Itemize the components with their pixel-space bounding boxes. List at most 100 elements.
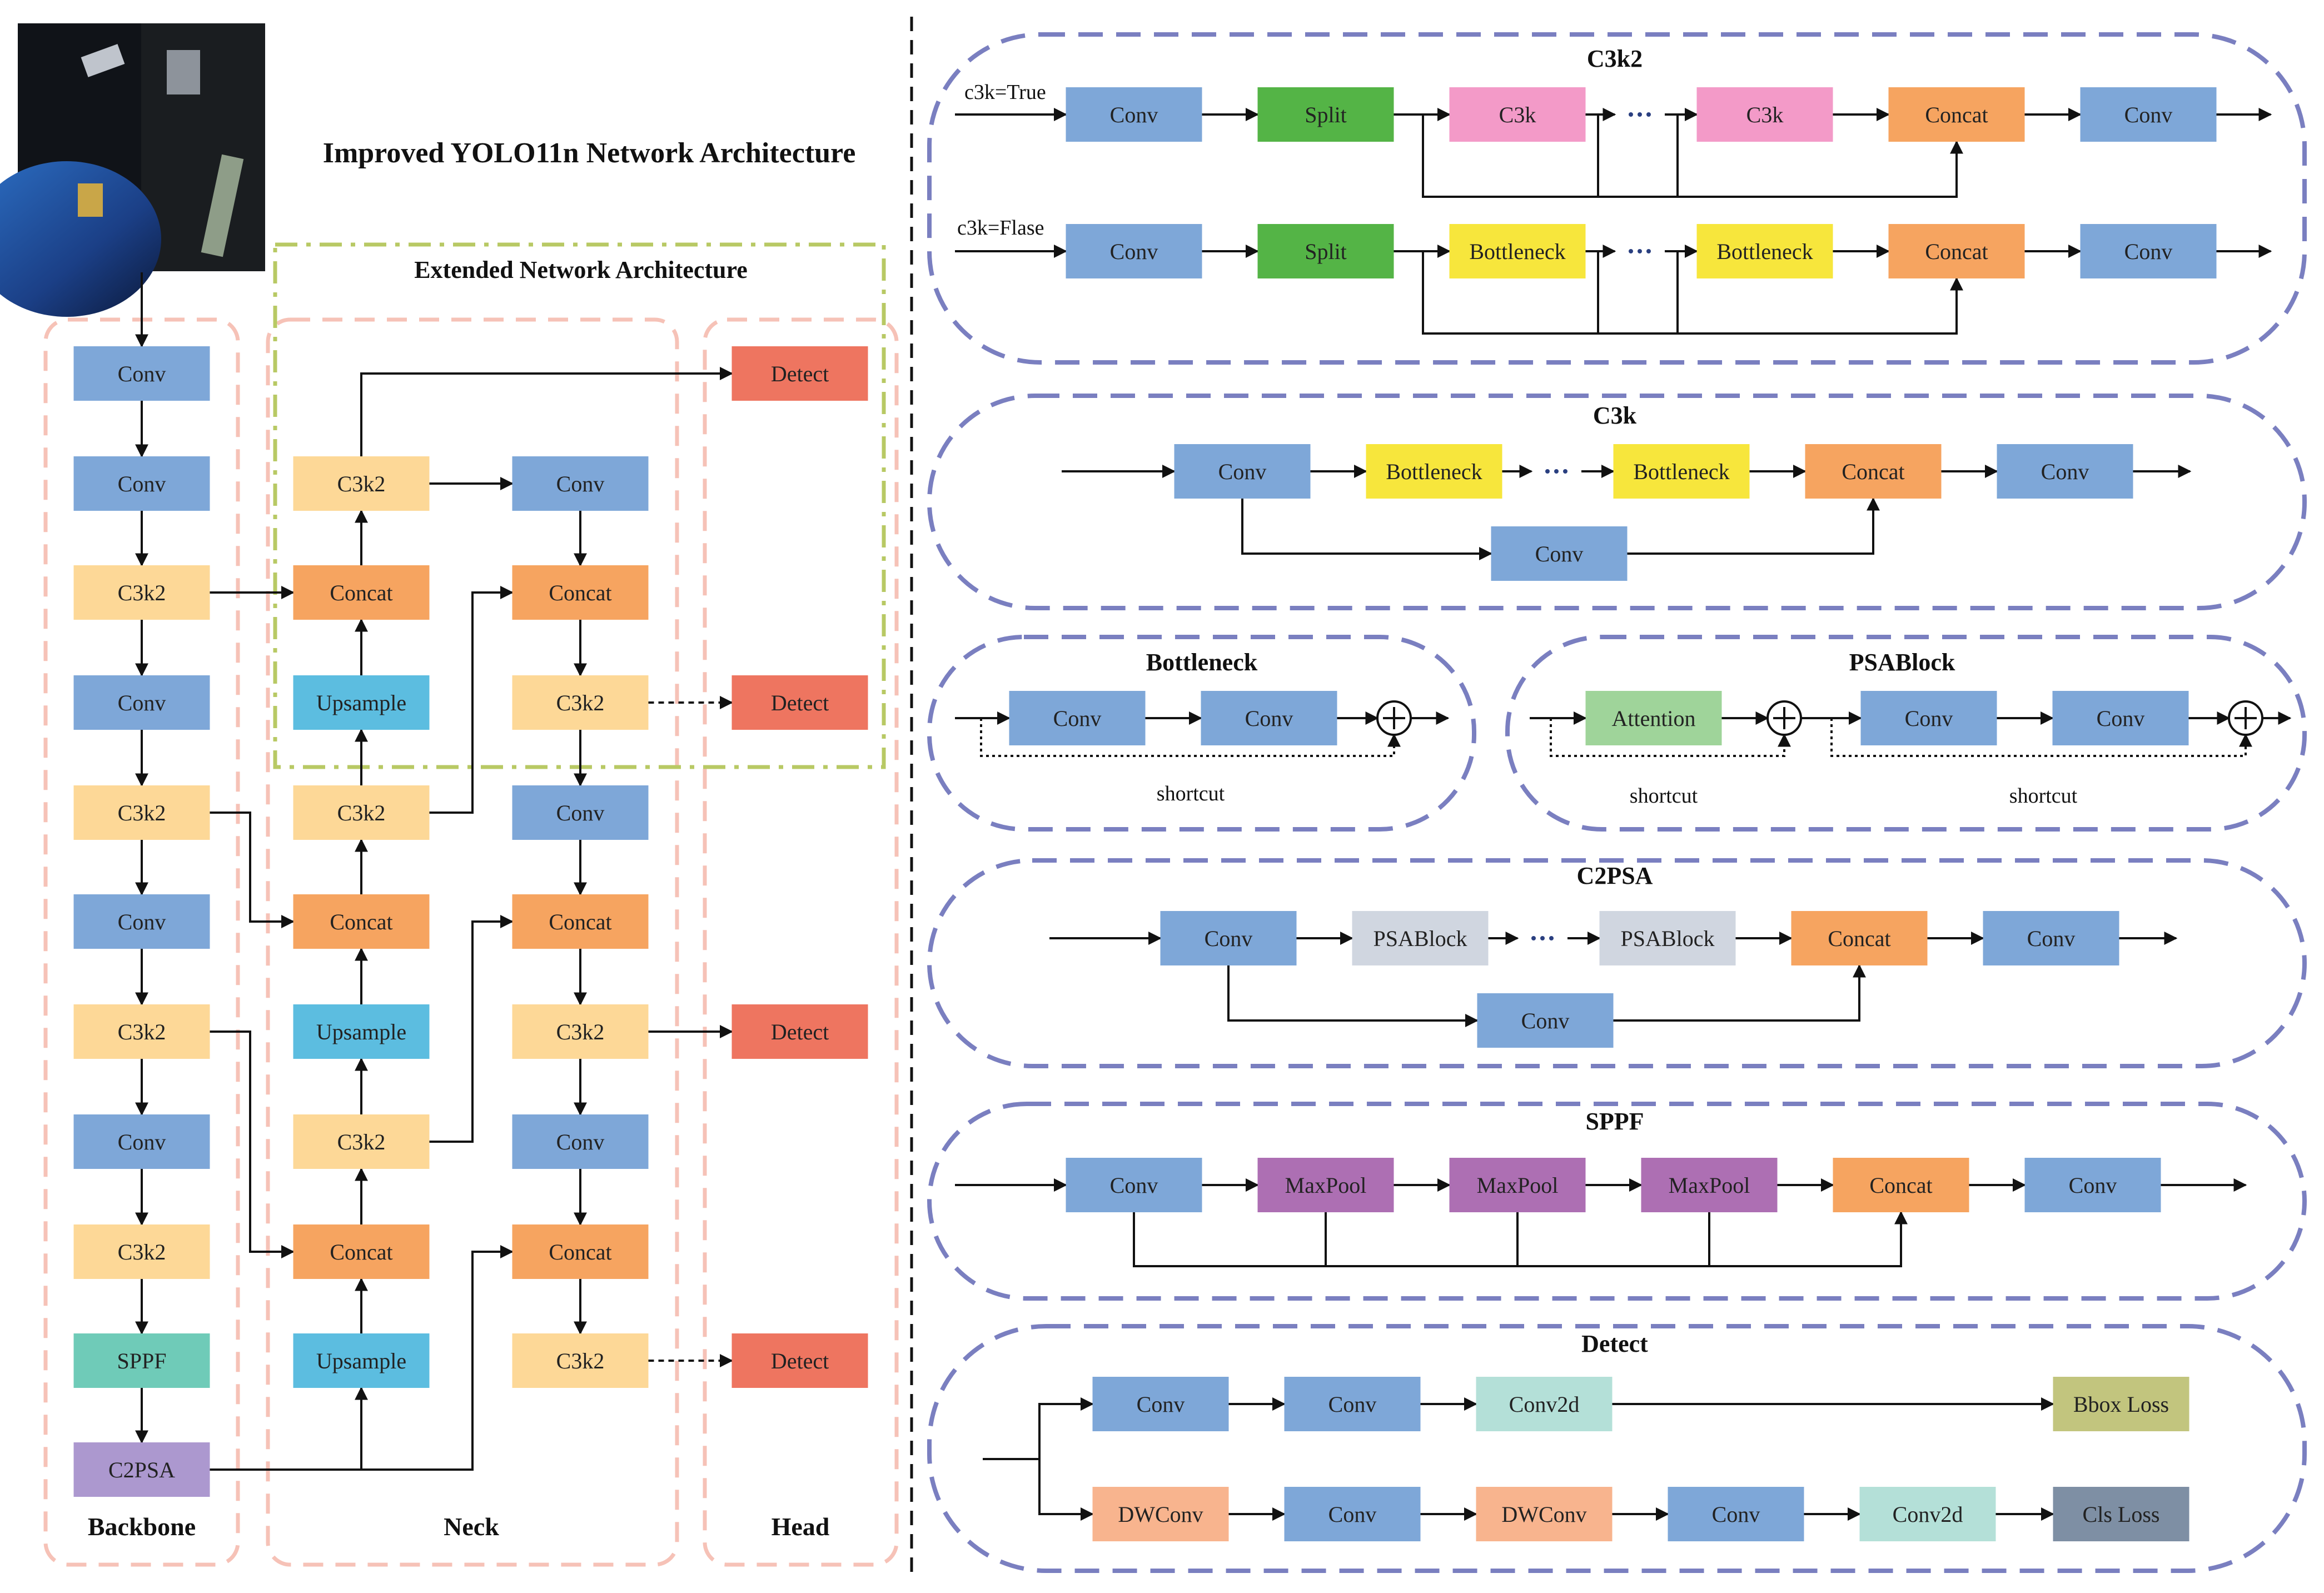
detect-row2-label: DWConv	[1501, 1502, 1586, 1527]
c3k2-true-box	[1257, 87, 1394, 142]
backbone-label: Backbone	[88, 1512, 196, 1541]
sppf-box	[1257, 1158, 1394, 1212]
psablock-box	[1585, 691, 1722, 745]
neck-col1-box	[293, 1224, 430, 1279]
sppf-maxpool-block: MaxPool	[1449, 1158, 1586, 1212]
c3k-ellipsis	[1554, 469, 1559, 474]
detect-row1-conv-block: Conv	[1284, 1377, 1421, 1431]
neck-col2-conv-block: Conv	[512, 785, 649, 840]
neck-col1-box	[293, 456, 430, 511]
backbone-conv-block: Conv	[73, 894, 210, 949]
c2psa-box	[1352, 911, 1489, 965]
detect-row2-label: Conv2d	[1893, 1502, 1963, 1527]
neck-col2-box	[512, 785, 649, 840]
c3k2-false-split-block: Split	[1257, 224, 1394, 278]
main-title: Improved YOLO11n Network Architecture	[323, 137, 856, 169]
c2psa-module-frame	[927, 858, 2307, 1068]
sppf-concat-block: Concat	[1833, 1158, 1969, 1212]
backbone-label: Conv	[118, 471, 166, 496]
neck-col1-c3k2-block: C3k2	[293, 785, 430, 840]
neck-col2-conv-block: Conv	[512, 1114, 649, 1169]
c2psa-label: PSABlock	[1621, 926, 1715, 951]
c2psa-box	[1983, 911, 2119, 965]
backbone-label: Conv	[118, 909, 166, 934]
neck-group-frame	[266, 317, 679, 1567]
c3k2-false-skip-wire	[1422, 251, 1963, 335]
c3k2-false-concat-block: Concat	[1888, 224, 2025, 278]
c3k2-false-label: Bottleneck	[1716, 239, 1813, 264]
neck-col1-label: Upsample	[316, 690, 406, 715]
c3k2-false-ellipsis	[1638, 249, 1642, 253]
sppf-label: Conv	[1110, 1173, 1158, 1198]
neck-col1-label: Upsample	[316, 1019, 406, 1044]
head-label: Detect	[771, 361, 829, 386]
bottleneck-box	[1201, 691, 1337, 745]
c3k-bottleneck-block: Bottleneck	[1366, 444, 1502, 499]
head-box	[731, 1004, 868, 1059]
neck-col2-box	[512, 456, 649, 511]
bottleneck-conv-block: Conv	[1009, 691, 1146, 745]
detect-row2-label: Cls Loss	[2083, 1502, 2160, 1527]
neck-col2-label: C3k2	[556, 690, 605, 715]
sppf-label: MaxPool	[1669, 1173, 1750, 1198]
backbone-label: C3k2	[118, 1239, 166, 1265]
c3k-label: Bottleneck	[1633, 459, 1729, 484]
neck-col1-concat-block: Concat	[293, 1224, 430, 1279]
c3k2-false-conv-block: Conv	[2080, 224, 2217, 278]
detect-row2-box	[1284, 1487, 1421, 1541]
neck-col1-label: Upsample	[316, 1348, 406, 1373]
neck-col1-label: C3k2	[337, 471, 386, 496]
detect-row1-label: Conv	[1328, 1392, 1377, 1417]
bottleneck-module-title: Bottleneck	[1146, 649, 1258, 676]
c3k2-false-box	[1449, 224, 1586, 278]
neck-col2-label: Conv	[556, 800, 605, 825]
c3k-branch-label: Conv	[1535, 541, 1584, 566]
backbone-conv-block: Conv	[73, 675, 210, 730]
detect-row2-conv-block: Conv	[1668, 1487, 1804, 1541]
backbone-box	[73, 1224, 210, 1279]
neck-col1-label: C3k2	[337, 800, 386, 825]
neck-col1-c3k2-block: C3k2	[293, 456, 430, 511]
c2psa-module-title: C2PSA	[1577, 862, 1653, 889]
c3k2-false-bottleneck-block: Bottleneck	[1696, 224, 1833, 278]
backbone-conv-block: Conv	[73, 1114, 210, 1169]
c3k-branch-wire	[1241, 499, 1492, 560]
neck-col2-label: Conv	[556, 1129, 605, 1154]
neck-col2-label: Concat	[549, 1239, 611, 1265]
backbone-label: Conv	[118, 1129, 166, 1154]
detect-row2-dwconv-block: DWConv	[1092, 1487, 1229, 1541]
neck-cross-wire	[429, 586, 514, 814]
head-box	[731, 675, 868, 730]
neck-col2-label: C3k2	[556, 1019, 605, 1044]
detect-row2-box	[2053, 1487, 2189, 1541]
c3k-module-title: C3k	[1593, 402, 1637, 429]
neck-col2-concat-block: Concat	[512, 1224, 649, 1279]
backbone-tap-wire	[210, 812, 295, 928]
backbone-c3k2-block: C3k2	[73, 1004, 210, 1059]
sum-and-ellipsis	[1376, 112, 2263, 940]
sppf-box	[2024, 1158, 2161, 1212]
sppf-box	[1449, 1158, 1586, 1212]
c3k2-false-ellipsis	[1629, 249, 1633, 253]
c3k2-true-label: C3k	[1499, 102, 1536, 127]
neck-col2-box	[512, 1004, 649, 1059]
backbone-sppf-block: SPPF	[73, 1333, 210, 1388]
connections	[135, 108, 2292, 1521]
backbone-box	[73, 1114, 210, 1169]
head-detect-block: Detect	[731, 675, 868, 730]
psablock-shortcut-label-1: shortcut	[1630, 784, 1698, 808]
c3k2-true-label: Concat	[1925, 102, 1988, 127]
sppf-box	[1833, 1158, 1969, 1212]
psablock-box	[2052, 691, 2189, 745]
c3k2-false-ellipsis	[1646, 249, 1651, 253]
psablock-label: Attention	[1611, 706, 1695, 731]
psablock-box	[1860, 691, 1997, 745]
sppf-module-title: SPPF	[1585, 1108, 1644, 1135]
c3k-label: Conv	[2041, 459, 2089, 484]
backbone-box	[73, 1442, 210, 1497]
detect-row1-label: Conv	[1137, 1392, 1185, 1417]
bottleneck-label: Conv	[1053, 706, 1102, 731]
c3k2-true-box	[1066, 87, 1202, 142]
c2psa-branch-wire	[1613, 964, 1866, 1022]
